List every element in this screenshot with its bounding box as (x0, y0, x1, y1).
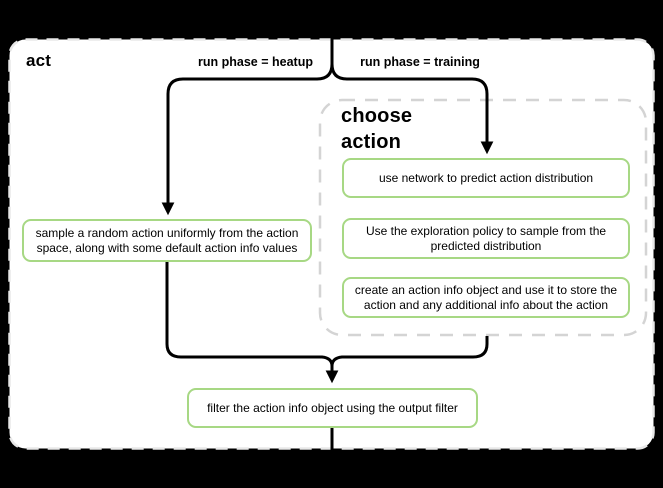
edge-label-training: run phase = training (360, 55, 480, 69)
edge-label-heatup: run phase = heatup (198, 55, 313, 69)
choose-action-group-title: choose action (341, 105, 413, 153)
node-exploration-policy-sample: Use the exploration policy to sample fro… (342, 218, 630, 259)
node-filter-action-info: filter the action info object using the … (187, 388, 478, 428)
node-use-network-predict: use network to predict action distributi… (342, 158, 630, 198)
node-sample-random-action: sample a random action uniformly from th… (22, 219, 312, 262)
node-create-action-info-object: create an action info object and use it … (342, 277, 630, 318)
act-title: act (26, 51, 52, 70)
